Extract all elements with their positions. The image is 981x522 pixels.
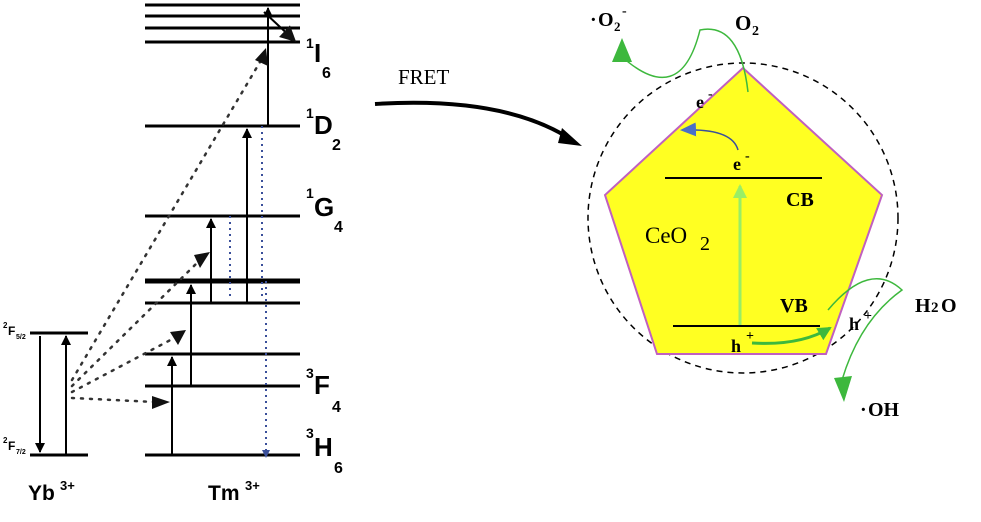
tm-upconversion-arrows [167, 7, 273, 455]
superoxide-main: O [598, 9, 614, 31]
et-head-4 [255, 48, 268, 66]
tm-levels [145, 3, 300, 457]
material-label-main: CeO [645, 223, 687, 248]
fret-label: FRET [398, 65, 450, 89]
label-d2: 1D2 [306, 105, 341, 154]
label-f4-main: F [314, 370, 330, 400]
yb-level-labels: 2F5/2 2F7/2 [3, 321, 26, 456]
hole-inner-main: h [731, 336, 741, 356]
label-d2-main: D [314, 110, 333, 140]
h2o-post: O [941, 295, 957, 317]
o2-sub: 2 [752, 24, 759, 39]
hole-migration-arrow [751, 326, 832, 345]
label-d2-sup: 1 [306, 105, 314, 121]
label-f4-sub: 4 [332, 399, 341, 416]
et-line-2 [70, 334, 180, 394]
label-tm-main: Tm [208, 482, 240, 505]
hydroxyl-arrowhead [834, 376, 852, 402]
et-head-3 [194, 252, 210, 268]
oxygen-reduction-curve [619, 28, 749, 93]
superoxide-arrowhead [612, 38, 632, 62]
label-yb-sup: 3+ [60, 478, 75, 493]
hydroxyl-dot: · [860, 399, 867, 421]
electron-outer-main: e [696, 92, 704, 112]
label-f52-sup: 2 [3, 321, 8, 330]
label-f52: 2F5/2 [3, 321, 26, 341]
electron-inner-main: e [733, 154, 741, 174]
label-g4-sup: 1 [306, 185, 314, 201]
h2o-main: H [915, 295, 931, 317]
label-tm-sup: 3+ [245, 478, 260, 493]
electron-migration-arrow [680, 122, 739, 151]
fret-arrow-head [558, 128, 582, 146]
label-f52-sub: 5/2 [16, 334, 26, 341]
energy-transfer-dotted-lines [70, 60, 262, 404]
cb-label: CB [786, 189, 814, 211]
label-h6-sup: 3 [306, 425, 314, 441]
tm-emission-arrowhead [262, 450, 270, 458]
label-f4: 3F4 [306, 365, 341, 416]
electron-inner-sup: - [745, 149, 750, 164]
hole-outer-sup: + [864, 309, 872, 324]
hole-inner-sup: + [746, 329, 754, 344]
energy-transfer-arrowheads [152, 48, 268, 409]
yb-levels [30, 331, 88, 457]
label-i6-sub: 6 [322, 65, 331, 82]
label-i6-sup: 1 [306, 35, 314, 51]
fret-arrow-shaft [374, 100, 574, 142]
et-head-1 [152, 396, 170, 409]
tm-relaxation-arrow [263, 11, 297, 43]
label-g4: 1G4 [306, 185, 343, 236]
material-label-sub: 2 [700, 233, 710, 255]
superoxide-label: ·O2- [590, 4, 627, 34]
electron-outer-label: e- [696, 87, 713, 112]
o2-main: O [735, 11, 751, 35]
tm-level-labels: 1I6 1D2 1G4 3F4 3H6 [306, 35, 343, 477]
material-label: CeO 2 [645, 223, 710, 255]
et-head-2 [170, 330, 186, 345]
superoxide-dot: · [590, 9, 597, 31]
hole-inner-label: h+ [731, 329, 754, 356]
label-f72: 2F7/2 [3, 436, 26, 456]
et-line-1 [70, 396, 157, 404]
label-f72-sup: 2 [3, 436, 8, 445]
label-f52-main: F [8, 324, 15, 338]
label-f4-sup: 3 [306, 365, 314, 381]
label-d2-sub: 2 [332, 137, 341, 154]
electron-inner-label: e- [733, 149, 750, 174]
superoxide-sub: 2 [614, 19, 621, 34]
vb-label: VB [780, 295, 808, 317]
label-f72-main: F [8, 439, 15, 453]
electron-outer-sup: - [708, 87, 713, 102]
label-f72-sub: 7/2 [16, 449, 26, 456]
label-g4-sub: 4 [334, 219, 343, 236]
label-i6-main: I [314, 38, 321, 68]
hole-outer-label: h+ [849, 309, 872, 334]
tm-emission-arrows [229, 126, 267, 450]
h2o-sub: 2 [931, 300, 939, 316]
et-line-3 [70, 260, 200, 388]
hydroxyl-label: ·OH [860, 399, 900, 421]
label-h6-sub: 6 [334, 460, 343, 477]
water-oxidation-curve [827, 278, 904, 381]
superoxide-sup: - [622, 4, 627, 19]
label-yb-main: Yb [28, 482, 55, 505]
et-line-4 [70, 60, 262, 382]
o2-label: O2 [735, 11, 759, 39]
label-i6: 1I6 [306, 35, 331, 82]
hole-outer-main: h [849, 314, 859, 334]
label-h6: 3H6 [306, 425, 343, 477]
label-tm-ion: Tm 3+ [208, 478, 260, 505]
label-yb-ion: Yb 3+ [28, 478, 75, 505]
label-g4-main: G [314, 192, 334, 222]
ceo2-pentagon [603, 66, 884, 355]
label-h6-main: H [314, 432, 333, 462]
hydroxyl-main: OH [868, 399, 900, 421]
